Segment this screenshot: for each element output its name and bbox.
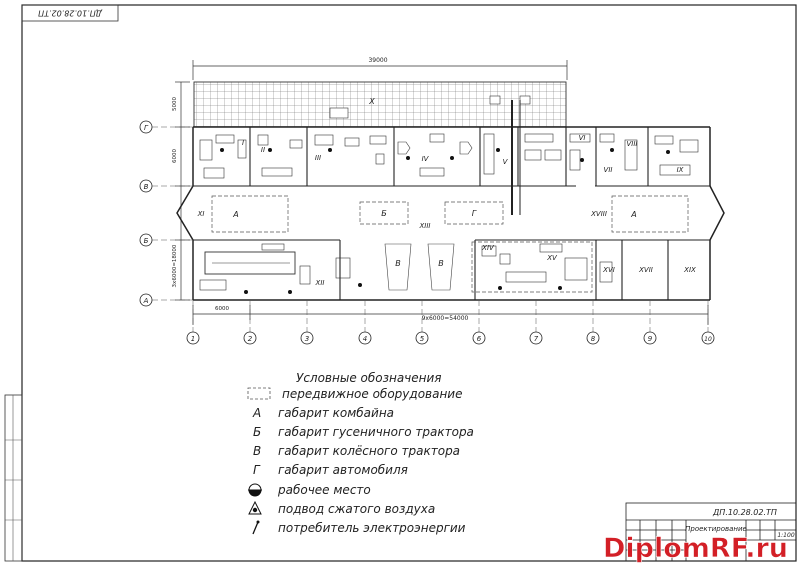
legend-item-combine: габарит комбайна: [278, 406, 394, 420]
col-axis-6: 6: [477, 335, 482, 343]
legend-dashed-box-icon: [247, 387, 271, 400]
room-label-6: VI: [579, 134, 586, 142]
row-axis-v: В: [144, 183, 149, 191]
legend-mark-g: Г: [253, 463, 261, 477]
middle-bay: XI А Б XIII Г XVIII А: [197, 195, 689, 233]
building-outline: [176, 126, 725, 301]
interior-walls: [193, 100, 710, 300]
col-axis-10: 10: [704, 336, 712, 343]
legend-mark-b: Б: [253, 425, 261, 439]
zone-xviii-label: XVIII: [590, 210, 607, 218]
room-label-9: IX: [677, 166, 684, 174]
row-axis-b: Б: [144, 237, 149, 245]
room-label-19: XIX: [683, 266, 696, 274]
room-label-12: XII: [315, 279, 325, 287]
room-label-4: IV: [422, 155, 430, 163]
room-label-15: XV: [546, 254, 558, 262]
dim-lower-span: 3x6000=18000: [172, 244, 178, 287]
outdoor-zone-x: X: [193, 81, 567, 128]
mark-g: Г: [472, 209, 477, 218]
col-axis-2: 2: [248, 335, 253, 343]
drawing-frame: [4, 4, 797, 562]
legend-item-wheeled-tractor: габарит колёсного трактора: [278, 444, 460, 458]
col-axis-3: 3: [305, 335, 309, 343]
column-axis-lines: [192, 300, 709, 332]
column-axis-markers: 1 2 3 4 5 6 7 8 9 10: [186, 331, 715, 345]
col-axis-1: 1: [191, 335, 195, 343]
room-label-3: III: [315, 154, 321, 162]
row-axis-g: Г: [144, 124, 149, 132]
mark-v2: В: [438, 259, 444, 268]
mark-v1: В: [395, 259, 401, 268]
legend-item-workplace: рабочее место: [277, 483, 371, 497]
upper-room-equipment: [199, 133, 699, 179]
legend: Условные обозначения передвижное оборудо…: [247, 371, 474, 535]
zone-xiii-label: XIII: [419, 222, 431, 230]
title-block-title: Проектирование: [685, 525, 747, 533]
mark-a-left: А: [232, 210, 238, 219]
col-axis-9: 9: [648, 335, 653, 343]
col-axis-7: 7: [534, 335, 539, 343]
mark-b: Б: [381, 209, 387, 218]
mark-a-right: А: [630, 210, 636, 219]
workplace-markers: [220, 148, 670, 294]
stamp-code: ДП.10.28.02.ТП: [38, 9, 103, 18]
col-axis-4: 4: [363, 335, 367, 343]
room-label-7: VII: [604, 166, 613, 174]
legend-item-tracked-tractor: габарит гусеничного трактора: [278, 425, 474, 439]
zone-x-label: X: [368, 97, 375, 106]
dim-upper-row: 6000: [172, 149, 178, 163]
room-label-14: XIV: [481, 244, 495, 252]
room-label-2: II: [261, 146, 265, 154]
dim-top-zone: 5000: [172, 97, 178, 111]
watermark: DiplomRF.ru: [603, 533, 788, 564]
legend-item-power-consumer: потребитель электроэнергии: [278, 521, 466, 535]
legend-item-mobile-equipment: передвижное оборудование: [282, 387, 463, 401]
col-axis-5: 5: [420, 335, 425, 343]
title-block-code: ДП.10.28.02.ТП: [712, 508, 777, 517]
room-label-17: XVII: [638, 266, 653, 274]
lower-gabarits: [471, 241, 593, 293]
dim-left-bay: 6000: [215, 306, 229, 312]
room-label-1: I: [242, 139, 244, 147]
room-labels-upper: I II III IV V VI VII VIII IX: [242, 134, 684, 174]
legend-mark-a: А: [252, 406, 261, 420]
workplace-icon: [248, 483, 262, 497]
room-label-8: VIII: [627, 140, 638, 148]
title-block-scale: 1:100: [777, 532, 794, 539]
legend-title: Условные обозначения: [296, 371, 442, 385]
room-label-5: V: [503, 158, 509, 166]
row-axis-a: А: [143, 297, 149, 305]
zone-xi-label: XI: [197, 210, 205, 218]
lower-room-equipment: [199, 243, 613, 291]
top-left-stamp: ДП.10.28.02.ТП: [21, 4, 119, 22]
col-axis-8: 8: [591, 335, 596, 343]
title-block: [625, 502, 797, 562]
dim-overall-length: 39000: [368, 57, 387, 64]
room-labels-lower: XII В В XIV XV XVI XVII XIX: [315, 244, 697, 287]
row-axis-markers: Г В Б А: [139, 120, 193, 307]
dim-bottom-run: 9x6000=54000: [422, 315, 469, 322]
power-consumer-icon: [252, 520, 260, 535]
room-label-16: XVI: [602, 266, 615, 274]
compressed-air-icon: [248, 500, 262, 515]
legend-item-compressed-air: подвод сжатого воздуха: [278, 502, 435, 516]
legend-mark-v: В: [253, 444, 261, 458]
legend-item-automobile: габарит автомобиля: [278, 463, 408, 477]
